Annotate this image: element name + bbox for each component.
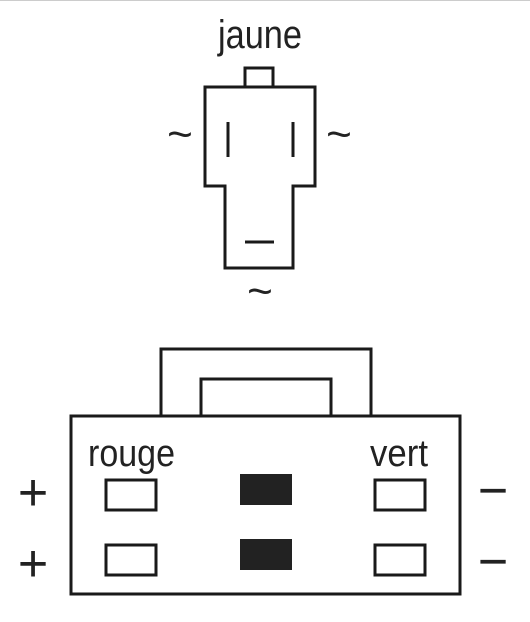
- connector-tab: [243, 66, 275, 89]
- plus-sign-row1: +: [18, 464, 48, 522]
- pin-left-row1: [104, 478, 158, 512]
- top-connector: jaune ~ ~ ~: [167, 13, 352, 316]
- minus-sign-row2: −: [478, 533, 508, 591]
- label-rouge: rouge: [88, 433, 175, 475]
- ac-symbol-left: ~: [167, 110, 193, 159]
- pin-center-row1-filled: [240, 474, 292, 505]
- pin-right-row1: [373, 478, 427, 512]
- pin-right-row2: [373, 543, 427, 577]
- bottom-connector: rouge vert + + − −: [18, 347, 508, 596]
- ac-symbol-right: ~: [326, 110, 352, 159]
- ac-symbol-bottom: ~: [247, 267, 273, 316]
- latch-inner: [199, 377, 333, 416]
- minus-sign-row1: −: [478, 462, 508, 520]
- latch-outer: [159, 347, 373, 416]
- top-connector-label: jaune: [217, 13, 302, 57]
- pin-center-row2-filled: [240, 539, 292, 570]
- pin-left-row2: [104, 543, 158, 577]
- label-vert: vert: [370, 433, 428, 475]
- connector-body: [203, 85, 317, 270]
- plus-sign-row2: +: [18, 535, 48, 593]
- connector-housing: [69, 414, 462, 596]
